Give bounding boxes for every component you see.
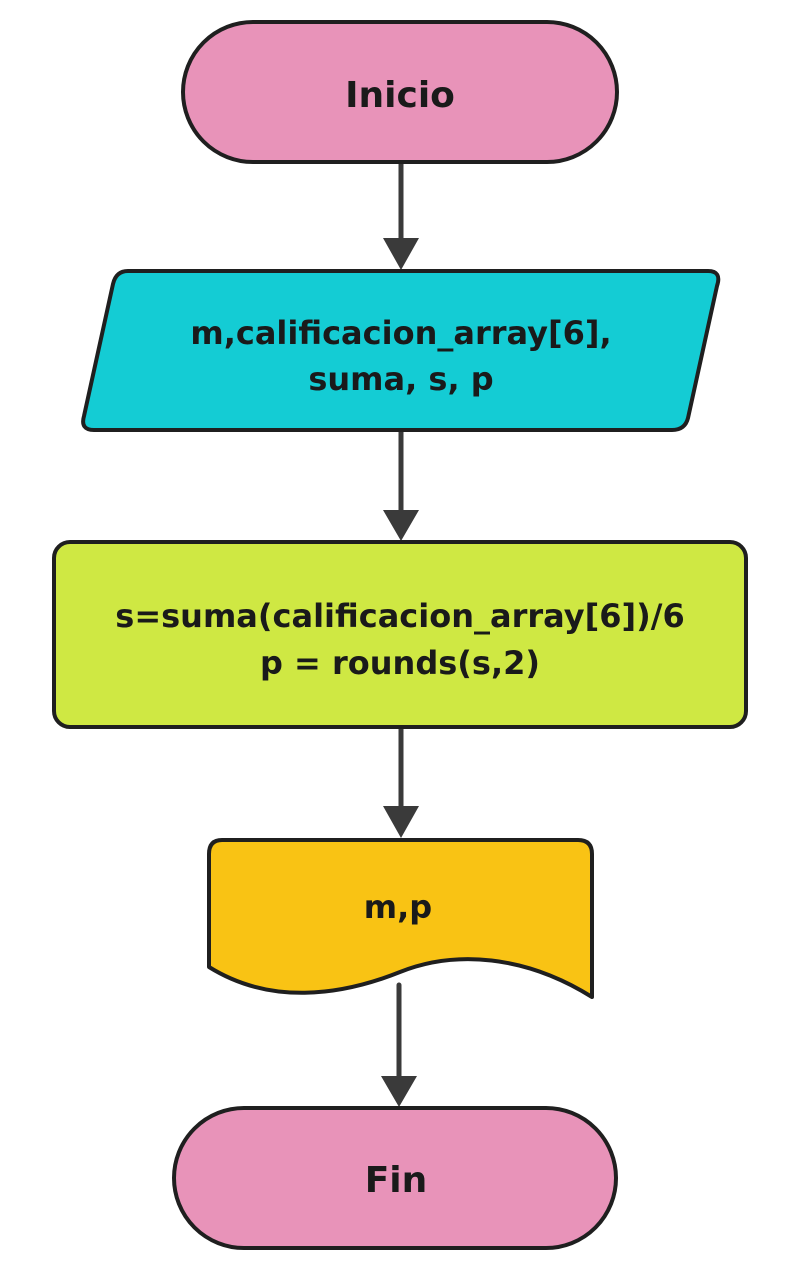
input-label-line-1: m,calificacion_array[6], xyxy=(190,314,611,352)
end-label: Fin xyxy=(365,1160,428,1201)
input-parallelogram: m,calificacion_array[6], suma, s, p xyxy=(81,269,721,432)
input-label-line-2: suma, s, p xyxy=(308,360,493,398)
connector-start-to-input xyxy=(383,159,419,270)
connector-output-to-end xyxy=(381,982,417,1107)
process-label-line-2: p = rounds(s,2) xyxy=(260,644,540,682)
connector-input-to-process xyxy=(383,427,419,541)
process-box: s=suma(calificacion_array[6])/6 p = roun… xyxy=(52,540,748,729)
arrowhead-3 xyxy=(383,806,419,838)
arrowhead-2 xyxy=(383,510,419,541)
process-label-line-1: s=suma(calificacion_array[6])/6 xyxy=(115,597,684,635)
start-label: Inicio xyxy=(345,75,455,116)
start-terminal: Inicio xyxy=(181,20,619,164)
output-label: m,p xyxy=(364,888,432,926)
connector-process-to-output xyxy=(383,724,419,838)
arrowhead-4 xyxy=(381,1076,417,1107)
arrowhead-1 xyxy=(383,238,419,270)
output-document: m,p xyxy=(207,838,594,999)
end-terminal: Fin xyxy=(172,1106,618,1250)
